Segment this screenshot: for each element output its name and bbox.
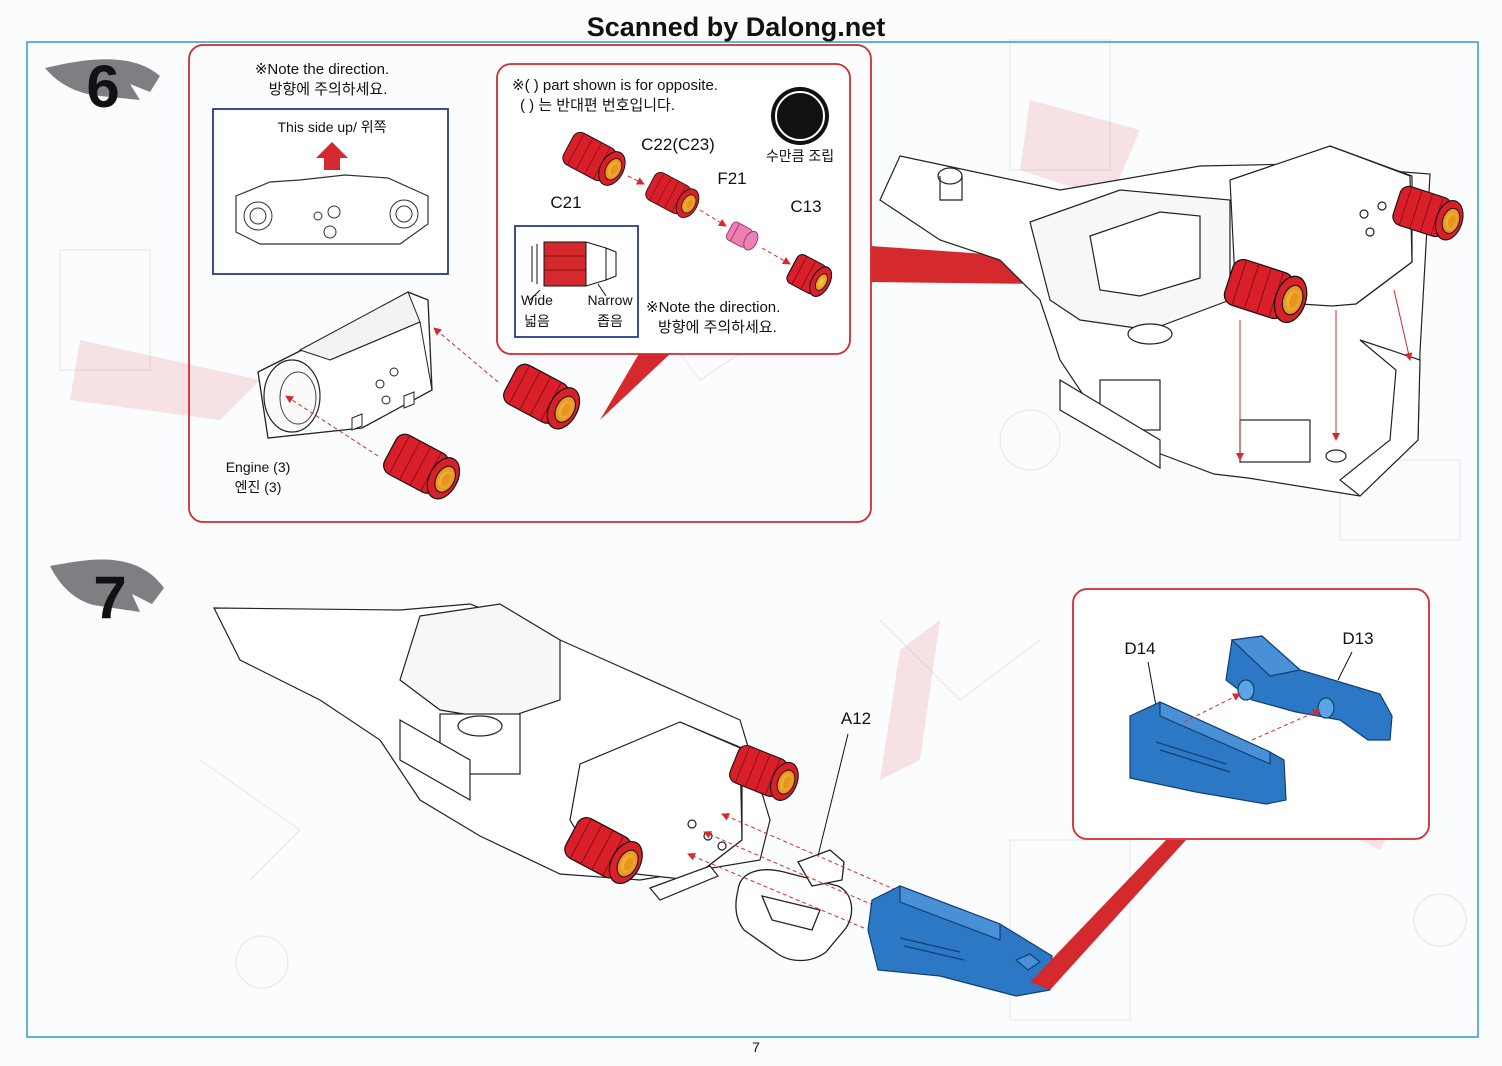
scan-credit: Scanned by Dalong.net: [587, 12, 886, 42]
part-label-a12: A12: [841, 709, 871, 728]
guide-arrow: [1393, 289, 1413, 361]
step6-note-direction-en: ※Note the direction.: [255, 61, 389, 78]
engine-label-ko: 엔진 (3): [235, 479, 282, 495]
multiplier-caption: 수만큼 조립: [766, 148, 834, 164]
step6-number: 6: [86, 53, 119, 120]
blue-intake-assembly: [867, 885, 1053, 997]
up-arrow-icon: [316, 142, 348, 170]
step6-frame: [188, 44, 872, 523]
guide-arrow: [687, 853, 865, 929]
guide-arrow: [627, 175, 645, 185]
page-number: 7: [752, 1039, 760, 1055]
leader-line: [817, 733, 849, 857]
guide-arrow: [761, 247, 791, 265]
wide-label-ko: 넓음: [524, 313, 550, 329]
multiplier-text: X2: [784, 102, 816, 132]
part-label-c22-c23: C22(C23): [641, 135, 715, 154]
part-label-f21: F21: [717, 169, 746, 188]
part-a12-shape: [735, 849, 853, 962]
engine-nozzle-upper: [499, 360, 587, 435]
narrow-label-en: Narrow: [587, 292, 633, 308]
engine-label-en: Engine (3): [226, 459, 291, 475]
part-label-d14: D14: [1124, 639, 1155, 658]
part-d13-shape: [1225, 635, 1393, 741]
step7-number: 7: [93, 564, 126, 631]
fuselage-step7: [213, 603, 771, 901]
wide-label-en: Wide: [521, 292, 553, 308]
step7-badge: 7: [50, 559, 164, 631]
side-up-label: This side up/ 위쪽: [277, 119, 386, 135]
part-label-c21: C21: [550, 193, 581, 212]
part-label-d13: D13: [1342, 629, 1373, 648]
side-up-inset: This side up/ 위쪽: [212, 108, 449, 275]
engine-housing: [257, 291, 433, 439]
opposite-note-ko: ( ) 는 반대편 번호입니다.: [520, 97, 675, 114]
leader-line: [1147, 661, 1157, 707]
guide-arrow: [285, 395, 379, 457]
part-d14-shape: [1129, 701, 1287, 805]
x2-badge: X2: [771, 87, 829, 145]
guide-arrow: [433, 327, 499, 383]
part-f21-shape: [725, 221, 759, 251]
callout-pointer: [600, 352, 672, 420]
leader-line: [1337, 651, 1353, 681]
note2-en: ※Note the direction.: [646, 299, 780, 316]
step6-note-direction-ko: 방향에 주의하세요.: [269, 81, 388, 98]
guide-arrow: [721, 813, 897, 891]
guide-arrow: [1183, 693, 1241, 723]
opposite-note-en: ※( ) part shown is for opposite.: [512, 77, 718, 94]
callout-pointer: [1030, 840, 1186, 990]
wide-narrow-inset: Wide 넓음 Narrow 좁음: [514, 225, 639, 338]
step6-badge: 6: [45, 53, 160, 120]
note2-ko: 방향에 주의하세요.: [658, 319, 777, 336]
engine-nozzle-lower: [379, 430, 467, 505]
guide-arrow: [699, 209, 727, 227]
guide-arrow: [703, 831, 881, 909]
guide-arrow: [1251, 709, 1321, 741]
fuselage-step6: [879, 145, 1431, 497]
narrow-label-ko: 좁음: [597, 313, 623, 329]
part-label-c13: C13: [790, 197, 821, 216]
page-border: [26, 41, 1479, 1038]
